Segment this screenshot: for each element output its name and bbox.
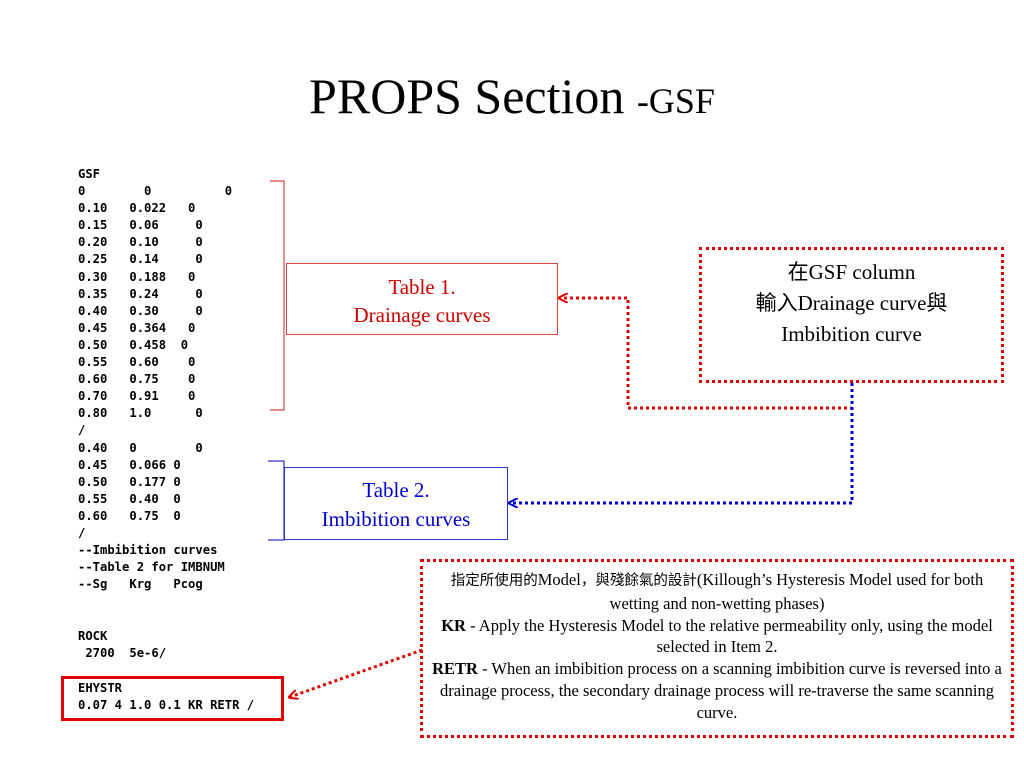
table2-line1: Table 2. xyxy=(362,478,430,502)
gsf-keyword-block: GSF 0 0 0 0.10 0.022 0 0.15 0.06 0 0.20 … xyxy=(78,167,233,592)
retr-label: RETR xyxy=(432,659,478,679)
kr-label: KR xyxy=(441,615,466,635)
model-note-kr: KR - Apply the Hysteresis Model to the r… xyxy=(431,615,1003,659)
gsf-note-line2: 輸入Drainage curve與 xyxy=(755,291,948,315)
red-connector-ehystr xyxy=(290,648,423,697)
blue-connector-table2 xyxy=(510,383,854,503)
model-note-intro: 指定所使用的Model，與殘餘氣的設計(Killough’s Hysteresi… xyxy=(431,569,1003,615)
retr-text: - When an imbibition process on a scanni… xyxy=(440,659,1002,722)
drainage-bracket xyxy=(270,180,285,411)
table1-line2: Drainage curves xyxy=(353,303,491,327)
table1-label-box: Table 1. Drainage curves xyxy=(286,263,558,335)
title-main: PROPS Section xyxy=(309,68,637,124)
table1-line1: Table 1. xyxy=(388,275,456,299)
model-note-cjk1: 指定所使用的 xyxy=(450,573,538,589)
table2-line2: Imbibition curves xyxy=(321,507,471,531)
gsf-note-line3: Imbibition curve xyxy=(781,322,922,346)
model-note-cjk2: ，與殘餘氣的設計 xyxy=(580,573,697,589)
model-note-rest: (Killough’s Hysteresis Model used for bo… xyxy=(609,570,984,613)
red-connector-table1 xyxy=(560,298,854,410)
ehystr-highlight-box xyxy=(61,676,284,721)
gsf-note-box: 在GSF column 輸入Drainage curve與 Imbibition… xyxy=(699,247,1004,383)
gsf-note-line1: 在GSF column xyxy=(787,260,916,284)
page-title: PROPS Section -GSF xyxy=(0,66,1024,131)
model-note-box: 指定所使用的Model，與殘餘氣的設計(Killough’s Hysteresi… xyxy=(420,559,1014,738)
title-sub: -GSF xyxy=(636,81,715,121)
imbibition-bracket xyxy=(268,460,285,541)
model-note-retr: RETR - When an imbibition process on a s… xyxy=(431,658,1003,723)
table2-label-box: Table 2. Imbibition curves xyxy=(284,467,508,540)
kr-text: - Apply the Hysteresis Model to the rela… xyxy=(465,615,993,657)
model-note-model: Model xyxy=(537,570,581,589)
ehystr-keyword-block: EHYSTR 0.07 4 1.0 0.1 KR RETR / xyxy=(78,681,255,713)
rock-keyword-block: ROCK 2700 5e-6/ xyxy=(78,629,167,661)
